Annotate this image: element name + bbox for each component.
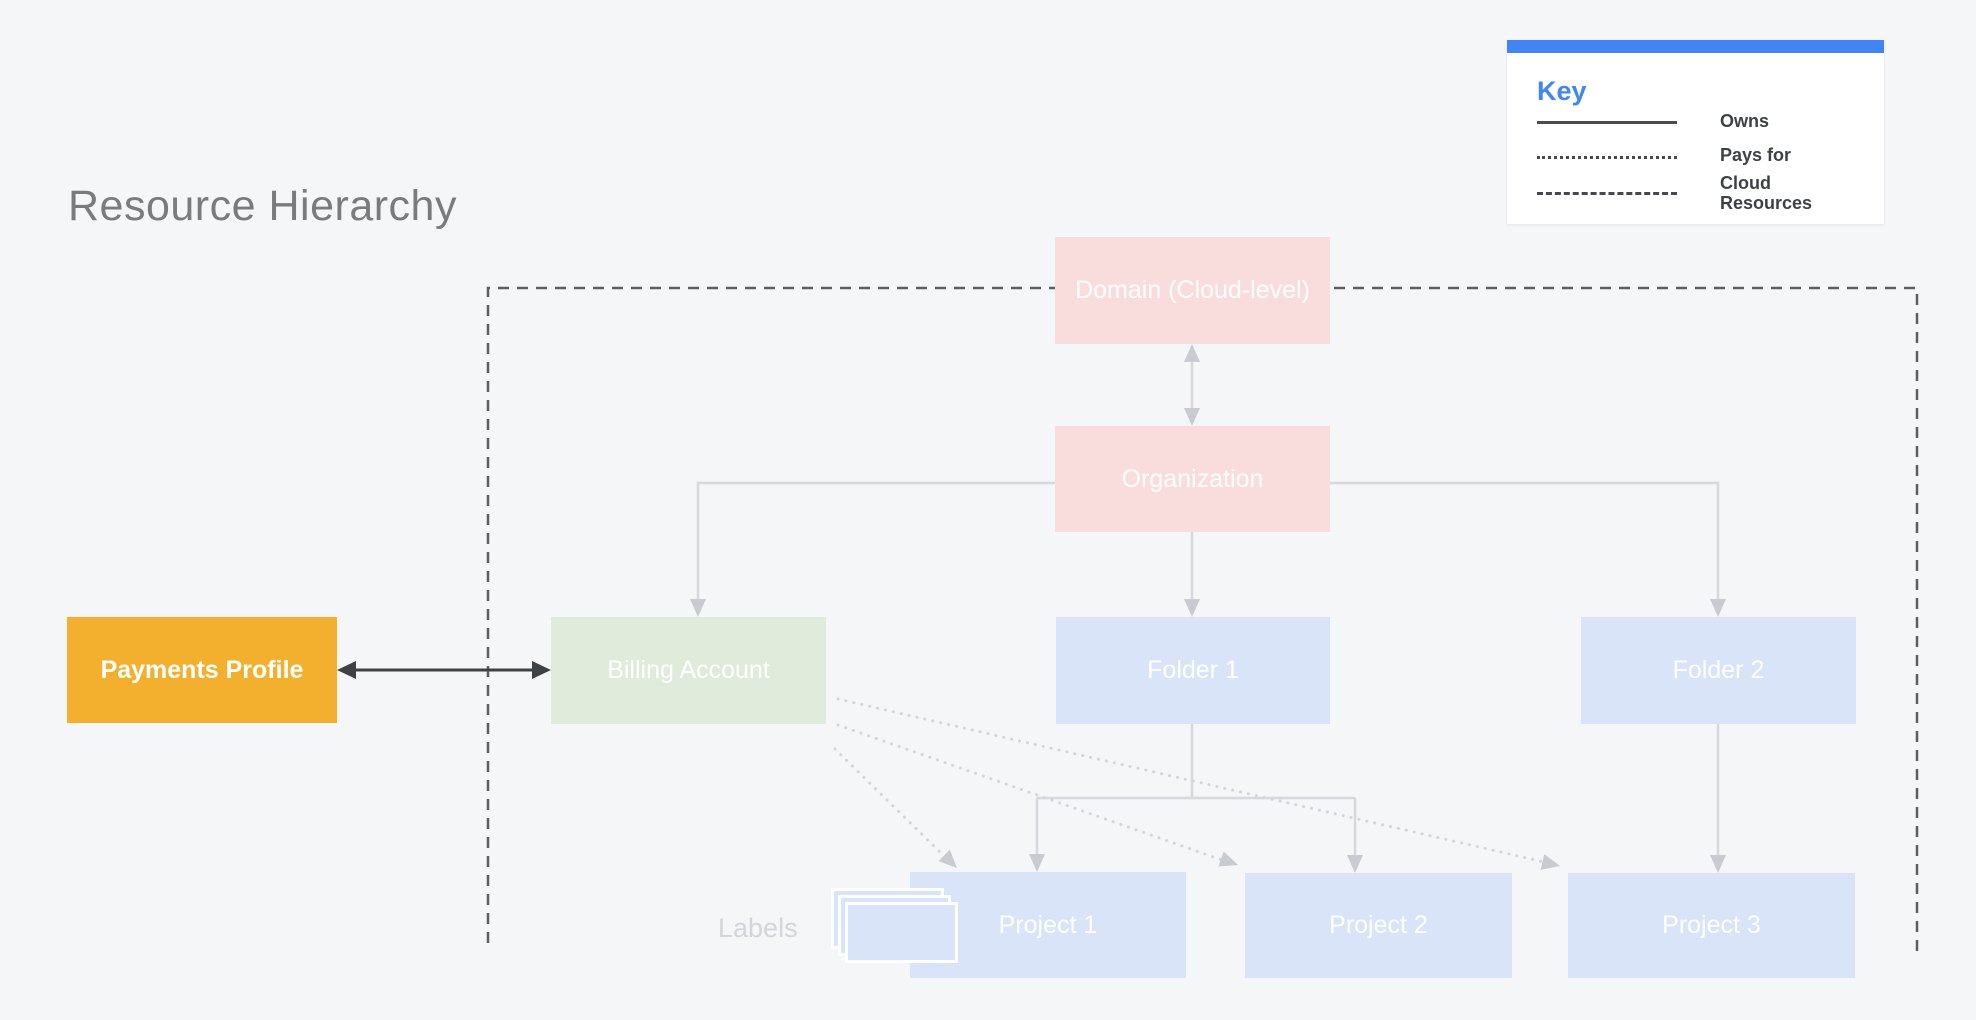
legend-title: Key (1537, 76, 1587, 106)
legend-label-cloud-resources: Cloud Resources (1720, 173, 1813, 213)
node-project-2: Project 2 (1245, 873, 1512, 978)
payments-billing-arrow (337, 661, 551, 679)
owns-connectors (696, 360, 1720, 870)
legend-dotted-line-sample (1537, 156, 1677, 159)
legend-accent-bar (1507, 40, 1884, 53)
node-payments-profile-label: Payments Profile (100, 655, 304, 684)
legend-label-owns: Owns (1720, 111, 1770, 131)
node-folder-2-label: Folder 2 (1672, 656, 1765, 684)
node-folder-1-label: Folder 1 (1147, 656, 1239, 684)
page-title: Resource Hierarchy (68, 182, 457, 230)
node-project-3-label: Project 3 (1662, 911, 1761, 939)
owns-arrowheads (690, 344, 1726, 873)
labels-caption: Labels (718, 913, 798, 943)
node-project-2-label: Project 2 (1329, 911, 1428, 939)
legend-dashed-line-sample (1537, 192, 1677, 195)
legend-panel: Key Owns Pays for Cloud Resources (1507, 40, 1884, 224)
node-folder-2: Folder 2 (1581, 617, 1856, 724)
node-organization: Organization (1055, 426, 1330, 532)
legend-solid-line-sample (1537, 121, 1677, 124)
node-organization-label: Organization (1121, 464, 1264, 493)
node-payments-profile: Payments Profile (67, 617, 337, 723)
labels-stack-icon (831, 888, 961, 966)
node-billing-account-label: Billing Account (607, 656, 770, 684)
labels-card-front (845, 902, 958, 963)
pays-for-connectors (833, 697, 1546, 864)
node-project-3: Project 3 (1568, 873, 1855, 978)
node-domain: Domain (Cloud-level) (1055, 237, 1330, 344)
node-domain-label: Domain (Cloud-level) (1075, 276, 1310, 304)
pays-for-arrowheads (938, 849, 1560, 870)
node-billing-account: Billing Account (551, 617, 826, 724)
legend-label-pays-for: Pays for (1720, 145, 1792, 165)
node-folder-1: Folder 1 (1056, 617, 1330, 724)
node-project-1-label: Project 1 (998, 910, 1098, 939)
